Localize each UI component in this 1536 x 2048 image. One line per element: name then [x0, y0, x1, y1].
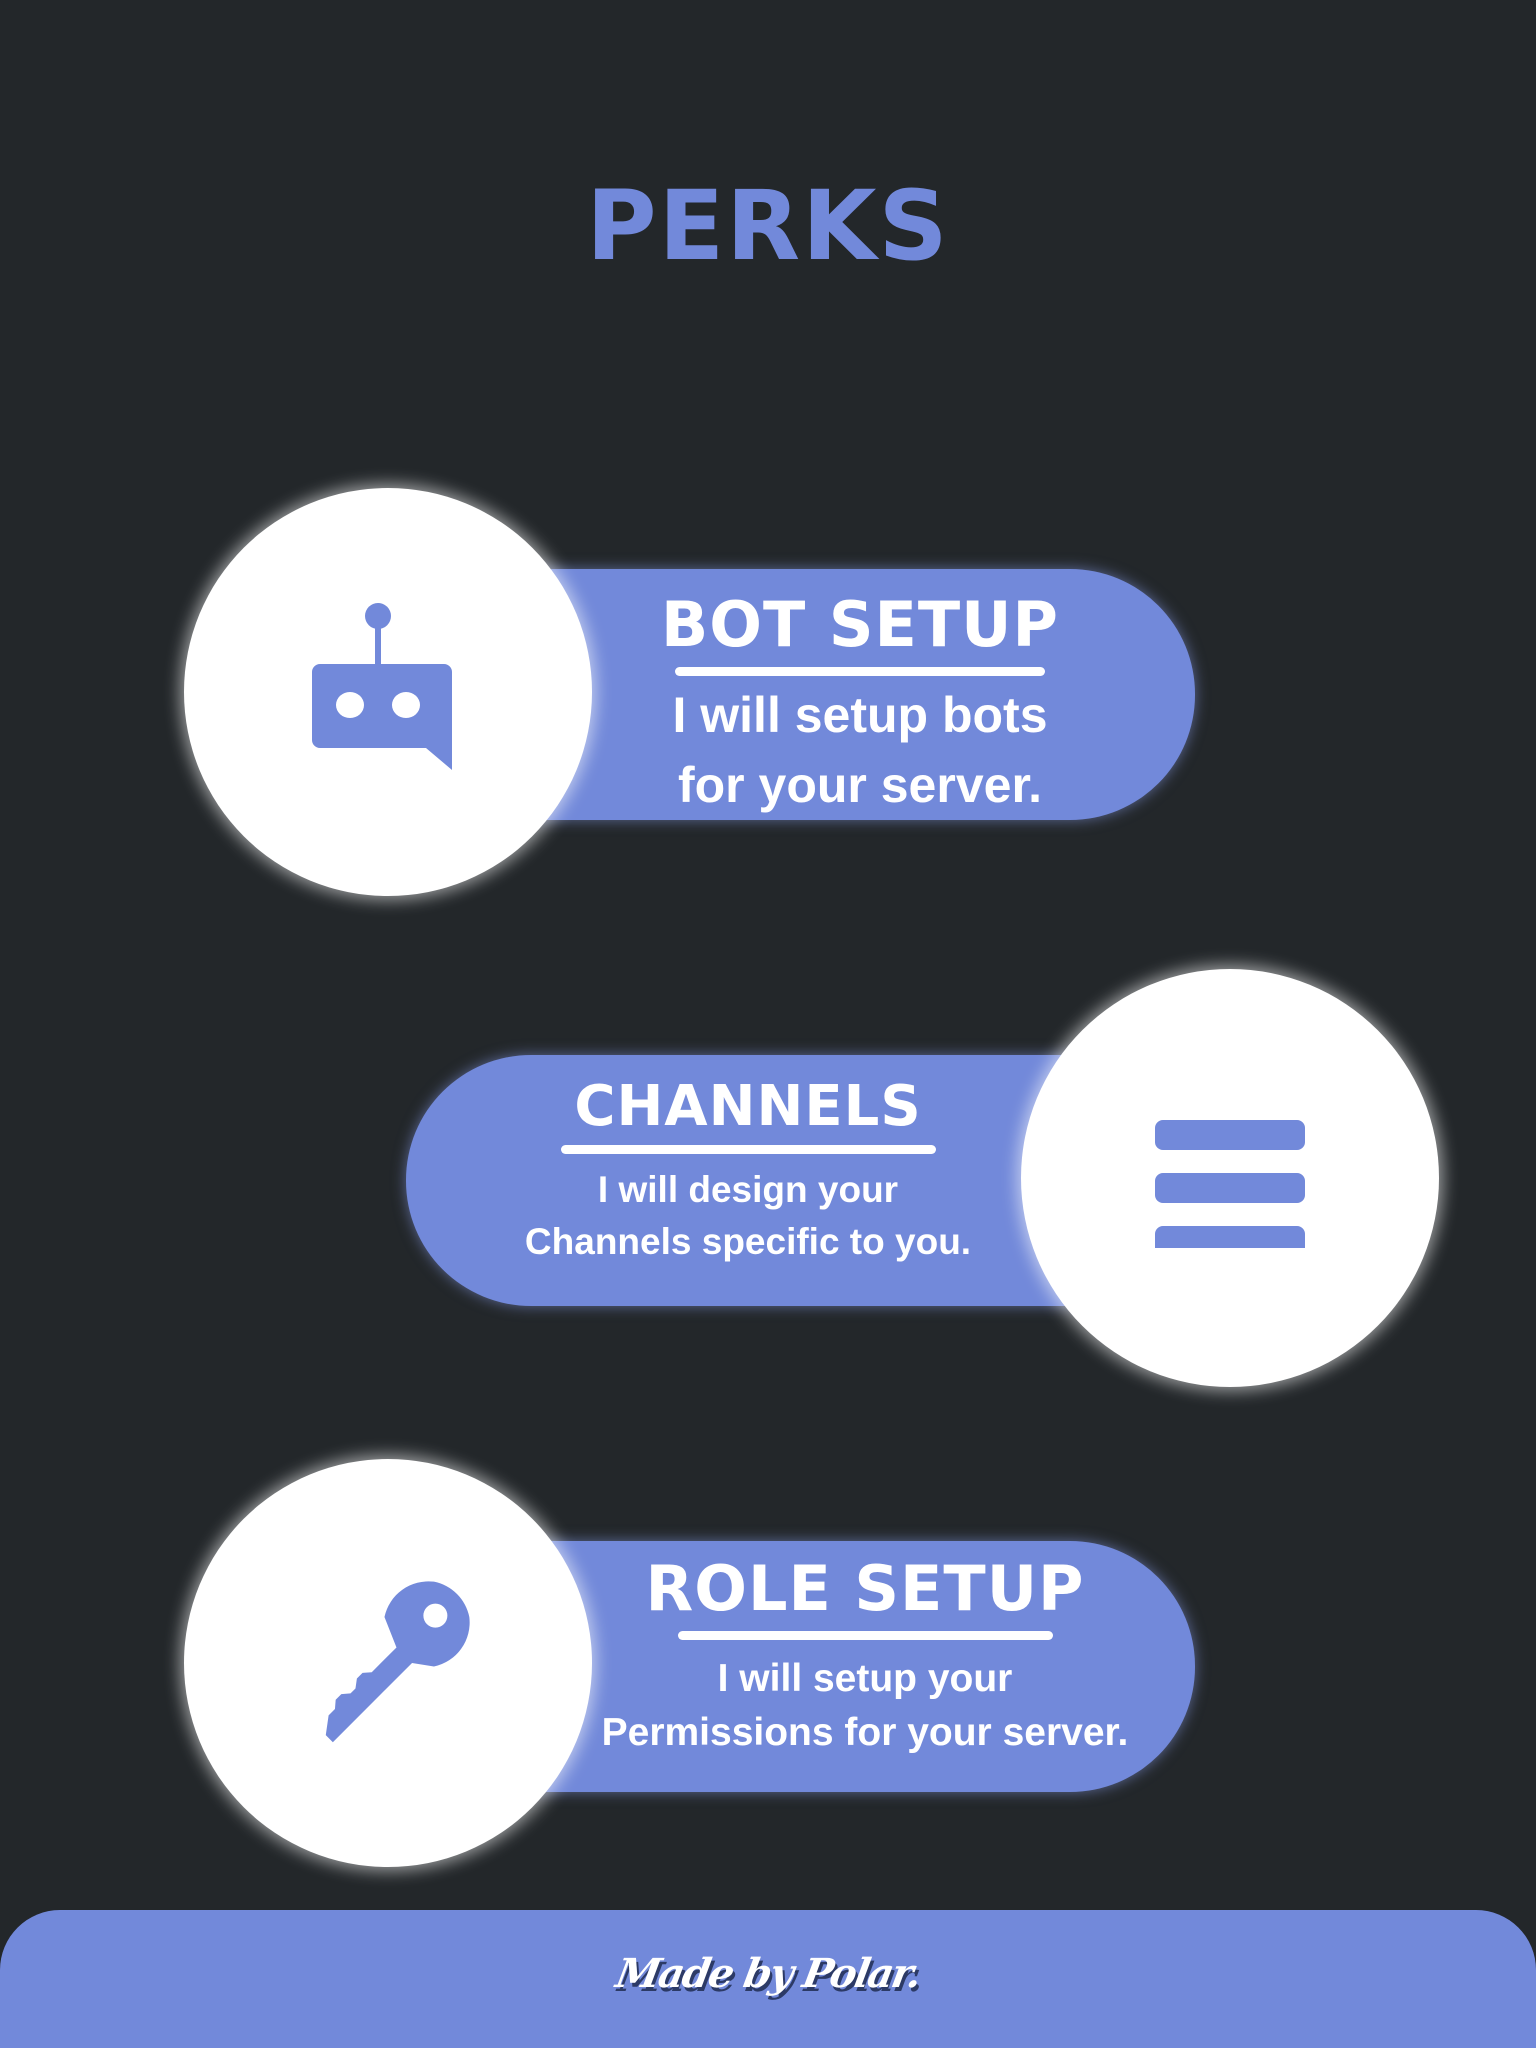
perk-icon-circle	[184, 488, 592, 896]
perk-description-line: Permissions for your server.	[601, 1711, 1129, 1754]
perk-description-line: I will setup your	[717, 1657, 1013, 1700]
footer: Made by Polar.	[0, 1910, 1536, 2048]
signature: Made by Polar.	[612, 1950, 924, 1997]
perk-description-line: Channels specific to you.	[524, 1221, 972, 1262]
perk-heading: CHANNELS	[574, 1074, 922, 1139]
heading-underline	[677, 1631, 1053, 1640]
perk-description-line: I will setup bots	[672, 687, 1048, 743]
robot-icon	[312, 603, 452, 770]
heading-underline	[675, 667, 1045, 676]
perk-banner	[406, 1055, 1126, 1306]
perk-icon-circle	[184, 1459, 592, 1867]
heading-underline	[560, 1145, 936, 1154]
perk-description-line: for your server.	[677, 757, 1043, 813]
perk-icon-circle	[1021, 969, 1439, 1387]
perk-description-line: I will design your	[597, 1169, 899, 1210]
perk-heading: ROLE SETUP	[645, 1552, 1085, 1625]
perk-banner	[500, 1541, 1195, 1792]
perk-heading: BOT SETUP	[661, 588, 1059, 661]
menu-icon	[1155, 1120, 1305, 1248]
perk-banner	[500, 569, 1195, 820]
page-title: PERKS	[586, 170, 950, 282]
key-icon	[325, 1581, 470, 1743]
